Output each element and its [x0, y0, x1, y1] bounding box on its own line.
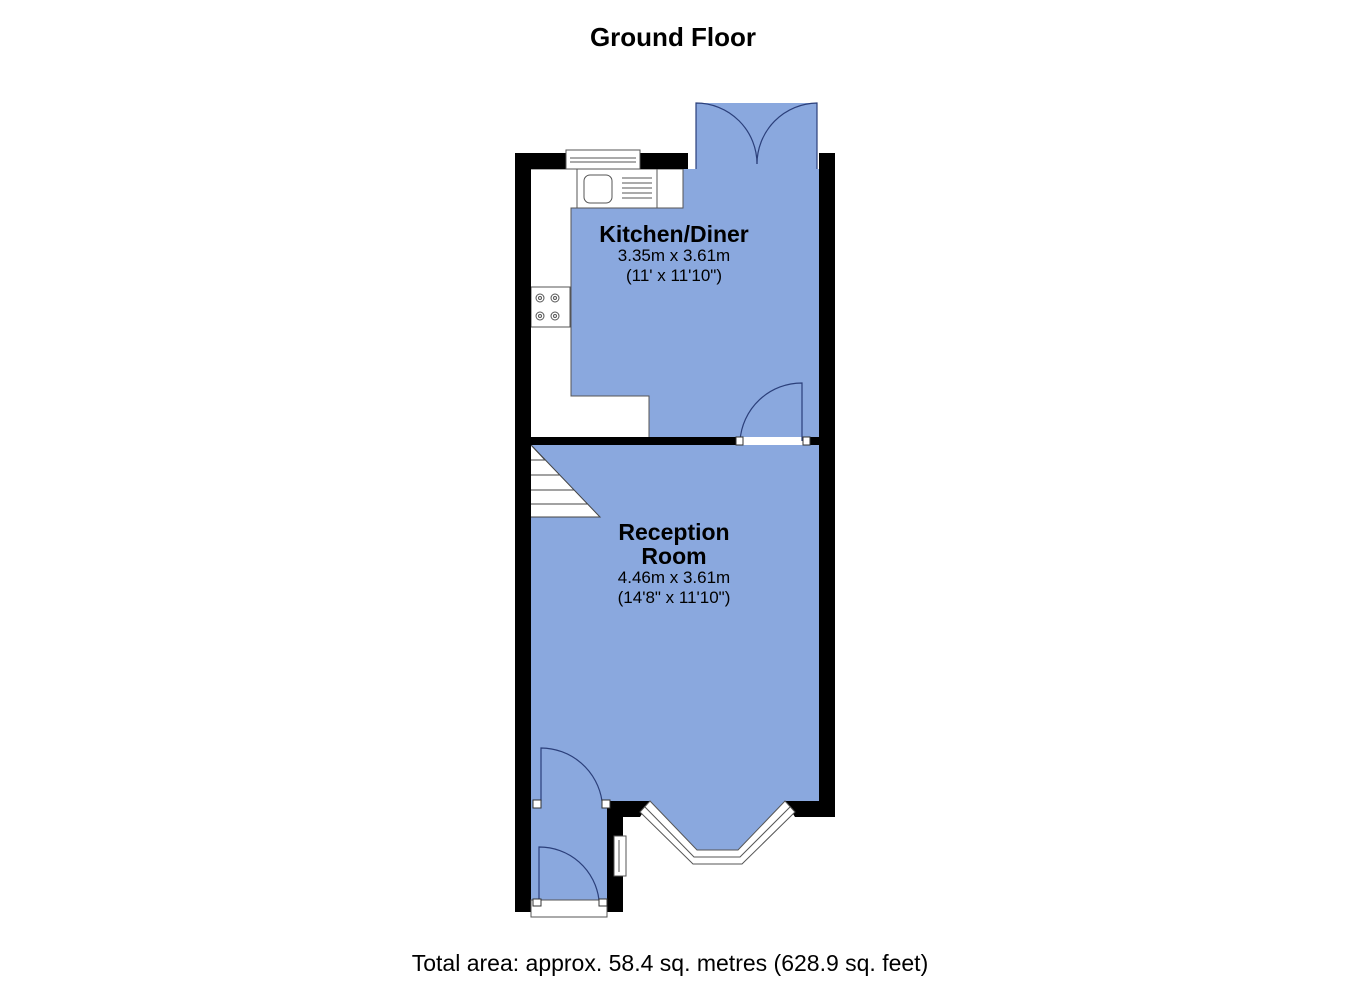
sink-icon: [583, 174, 613, 204]
reception-room-floor: [531, 445, 819, 900]
patio-door-left: [695, 102, 758, 169]
kitchen-door: [739, 382, 803, 442]
room-dimensions-imperial: (14'8" x 11'10"): [617, 587, 731, 607]
porch-inner-door: [540, 747, 603, 802]
stairs: [530, 444, 602, 518]
kitchen-diner-floor: [571, 103, 819, 437]
reception-room-label: Reception Room 4.46m x 3.61m (14'8" x 11…: [574, 520, 774, 607]
total-area: Total area: approx. 58.4 sq. metres (628…: [411, 950, 929, 976]
room-dimensions-metric: 4.46m x 3.61m: [617, 568, 731, 588]
floor-title: Ground Floor: [589, 22, 757, 52]
hob-icon: [530, 286, 571, 328]
doors: [538, 102, 818, 901]
room-dimensions-imperial: (11' x 11'10"): [626, 265, 722, 285]
room-name: Kitchen/Diner: [599, 221, 749, 247]
room-name-line1: Reception: [618, 519, 730, 545]
patio-door-right: [756, 102, 818, 169]
walls: [515, 153, 835, 912]
room-dimensions-metric: 3.35m x 3.61m: [617, 246, 731, 266]
room-name-line2: Room: [641, 543, 707, 570]
front-door: [538, 846, 600, 901]
windows: [530, 149, 796, 918]
kitchen-diner-label: Kitchen/Diner 3.35m x 3.61m (11' x 11'10…: [574, 222, 774, 285]
